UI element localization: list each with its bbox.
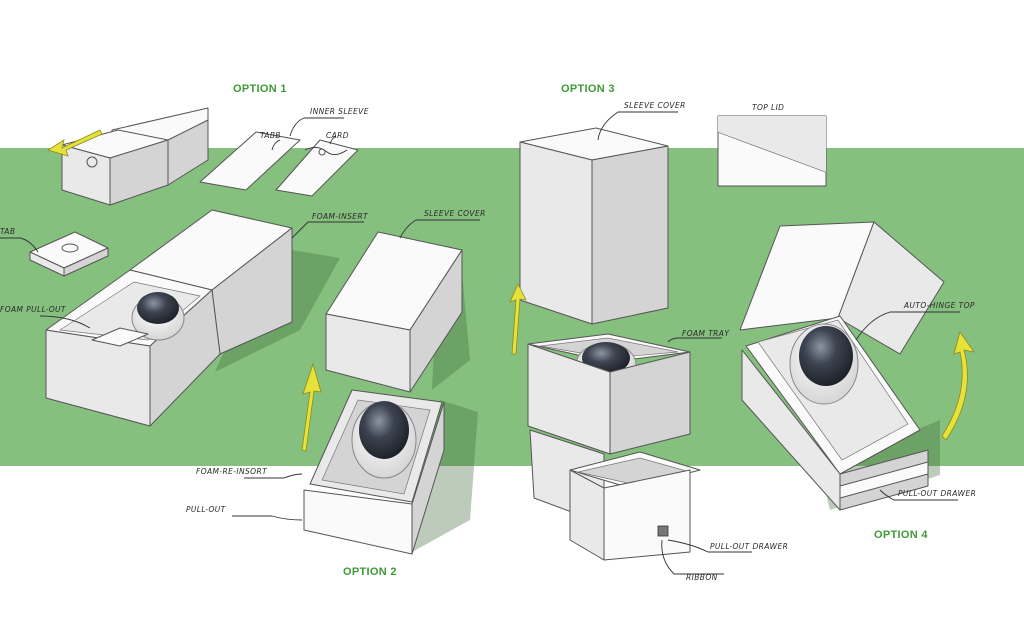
label-foam-tray: FOAM TRAY xyxy=(682,329,730,338)
label-auto-hinge-top: AUTO-HINGE TOP xyxy=(903,301,975,310)
label-top-lid: TOP LID xyxy=(752,103,784,112)
option2-pullout-box xyxy=(303,389,478,555)
option1-foam-pullout-box xyxy=(45,209,340,427)
option2-heading: OPTION 2 xyxy=(343,566,397,578)
label-tab: TAB xyxy=(0,227,15,236)
label-card: CARD xyxy=(326,131,349,140)
leader-lines xyxy=(0,111,960,575)
option1-tag xyxy=(29,231,109,277)
label-inner-sleeve: INNER SLEEVE xyxy=(310,107,369,116)
option3-box-drawer xyxy=(527,333,701,561)
option1-flat-cards xyxy=(199,131,359,197)
option3-heading: OPTION 3 xyxy=(561,83,615,95)
option1-arrow-icon xyxy=(47,129,103,157)
label-foam-re-insort: FOAM-RE-INSORT xyxy=(196,467,268,476)
option3-arrow-icon xyxy=(509,283,527,355)
option2-arrow-icon xyxy=(301,362,322,452)
label-foam-pull-out: FOAM PULL-OUT xyxy=(0,305,67,314)
label-tabb: TABB xyxy=(260,131,281,140)
option3-sleeve-cover xyxy=(519,127,669,325)
option4-heading: OPTION 4 xyxy=(874,529,928,541)
option1-sleeve-box xyxy=(61,107,209,206)
label-pull-out-drawer-option3: PULL-OUT DRAWER xyxy=(710,542,788,551)
label-sleeve-cover-option3: SLEEVE COVER xyxy=(624,101,686,110)
option1-heading: OPTION 1 xyxy=(233,83,287,95)
option2-sleeve-cover xyxy=(325,231,470,393)
label-foam-insert: FOAM-INSERT xyxy=(312,212,369,221)
option4-auto-hinge-box xyxy=(739,221,945,511)
label-ribbon: RIBBON xyxy=(686,573,718,582)
label-sleeve-cover-option2: SLEEVE COVER xyxy=(424,209,486,218)
option3-top-lid xyxy=(717,115,827,187)
option4-arrow-icon xyxy=(941,331,975,441)
label-pull-out: PULL-OUT xyxy=(186,505,227,514)
label-pull-out-drawer-option4: PULL-OUT DRAWER xyxy=(898,489,976,498)
